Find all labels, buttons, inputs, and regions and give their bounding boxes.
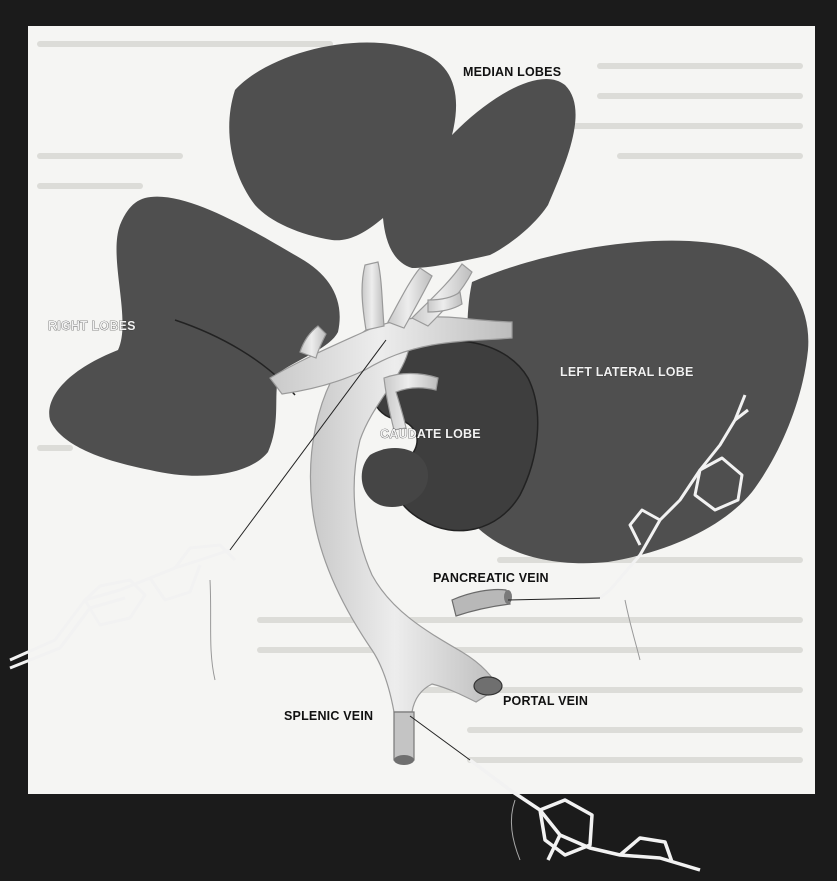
label-caudate-lobe: CAUDATE LOBE [380,427,481,441]
label-pancreatic-vein: PANCREATIC VEIN [433,571,549,585]
splenic-vein-end [394,755,414,765]
label-right-lobes: RIGHT LOBES [48,319,136,333]
label-median-lobes: MEDIAN LOBES [463,65,561,79]
portal-vein-cut-end [474,677,502,695]
label-portal-vein: PORTAL VEIN [503,694,588,708]
label-splenic-vein: SPLENIC VEIN [284,709,373,723]
pancreatic-vein-end [504,590,512,604]
splenic-vein-shape [394,712,414,760]
label-left-lateral-lobe: LEFT LATERAL LOBE [560,365,693,379]
